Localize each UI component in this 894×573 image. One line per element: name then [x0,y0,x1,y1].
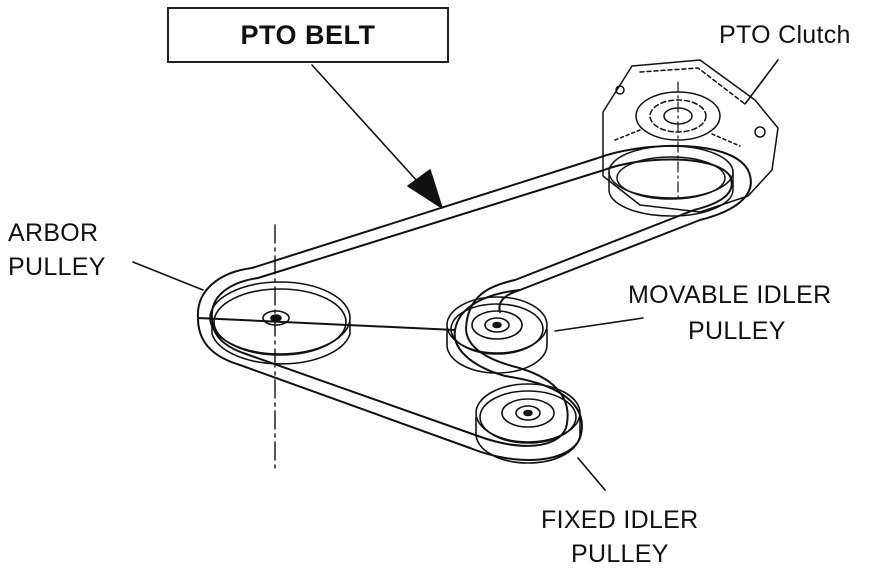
fixed-idler-label-line1: FIXED IDLER [541,506,699,534]
leader-lines [132,59,779,491]
pto-belt-path [196,144,752,462]
movable-idler-label-line1: MOVABLE IDLER [628,281,832,309]
fixed-idler-leader [577,457,606,491]
movable-idler-label-line2: PULLEY [688,317,786,345]
arbor-label-line1: ARBOR [8,219,99,247]
pto-clutch-leader [744,59,779,105]
pto-belt-arrowhead [407,169,443,209]
pto-clutch-label: PTO Clutch [719,21,851,49]
pto-clutch [602,59,779,217]
arbor-label-line2: PULLEY [8,253,106,281]
pto-belt-title: PTO BELT [240,19,376,50]
fixed-idler-label-line2: PULLEY [571,540,669,568]
arbor-leader [132,261,204,291]
movable-idler-leader [554,317,644,332]
pto-belt-leader [311,64,429,194]
pto-belt-title-box: PTO BELT [167,7,449,63]
arbor-pulley [209,281,351,365]
